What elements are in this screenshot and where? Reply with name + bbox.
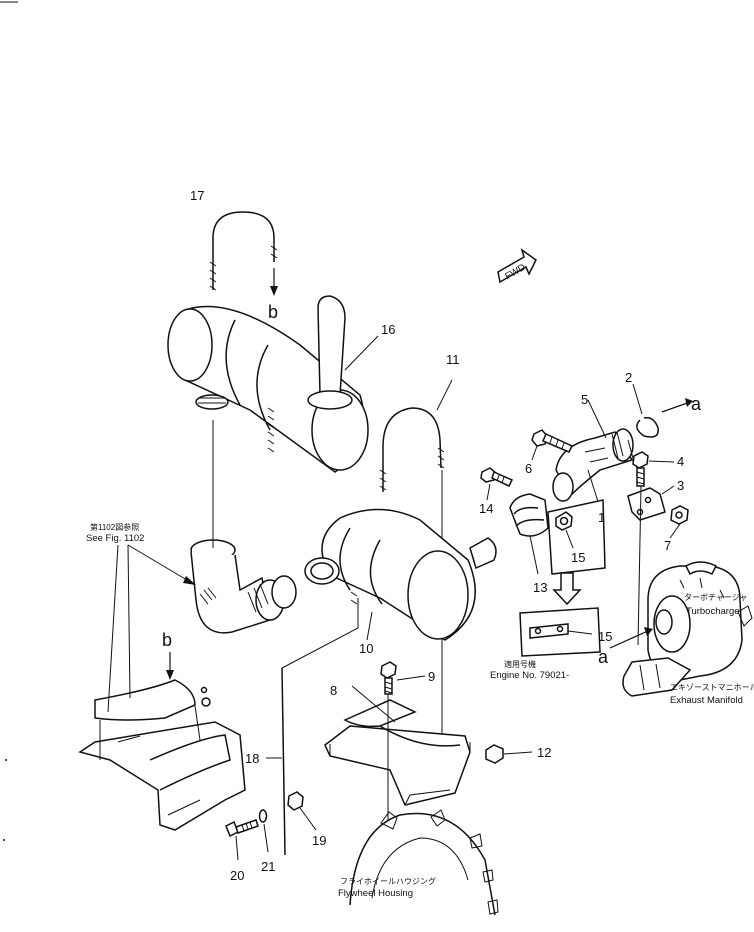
flex-pipe-5 (552, 428, 635, 502)
elbow-pipe (190, 539, 297, 634)
bolt-20 (225, 819, 259, 838)
marker-b-top: b (268, 302, 278, 322)
callout-5: 5 (581, 392, 588, 407)
bracket-3 (627, 487, 666, 521)
engine-jp: 適用号機 (504, 659, 536, 669)
guide-line-3 (637, 485, 642, 646)
exhaust-en: Exhaust Manifold (670, 695, 743, 706)
callout-11: 11 (446, 352, 460, 367)
callout-6: 6 (525, 461, 532, 476)
callout-7: 7 (664, 538, 671, 553)
callout-15a: 15 (571, 550, 585, 565)
leader-12 (503, 751, 533, 755)
scan-dot (5, 759, 7, 761)
exhaust-manifold (622, 657, 692, 697)
callout-10: 10 (359, 641, 373, 656)
leader-5 (587, 399, 607, 439)
marker-a-left: a (598, 647, 609, 667)
u-bolt-17 (209, 211, 278, 291)
callout-1: 1 (598, 510, 605, 525)
bracket-left (78, 679, 246, 831)
leader-10 (366, 611, 373, 641)
leader-3 (661, 485, 675, 495)
u-bolt-11 (379, 407, 445, 492)
leader-16 (344, 335, 379, 371)
muffler-16 (167, 295, 369, 473)
callout-19: 19 (312, 833, 326, 848)
bracket-8 (324, 699, 471, 806)
leader-14 (486, 483, 491, 501)
leader-2 (632, 383, 643, 415)
leader-a-top (661, 401, 691, 413)
nut-12 (485, 744, 504, 764)
flywheel-jp: フライホイールハウジング (340, 876, 436, 886)
callout-9: 9 (428, 669, 435, 684)
scan-dot (3, 839, 5, 841)
marker-a-top: a (691, 394, 702, 414)
turbocharger (647, 561, 753, 681)
plate-box-15-new (519, 607, 601, 657)
callout-8: 8 (330, 683, 337, 698)
leader-7 (669, 523, 681, 539)
nut-7 (670, 505, 689, 525)
callout-18: 18 (245, 751, 259, 766)
leader-9 (396, 675, 426, 681)
leader-see-fig-2 (127, 544, 131, 699)
flywheel-en: Flywheel Housing (338, 888, 413, 899)
callout-21: 21 (261, 859, 275, 874)
bolt-9 (380, 661, 397, 695)
leader-a-left (609, 629, 651, 649)
exhaust-jp: エキゾーストマニホールド (670, 683, 754, 692)
bolt-4 (632, 451, 649, 487)
clamp-13 (509, 493, 549, 537)
turbo-jp: ターボチャージャ (684, 593, 747, 602)
see-fig-en: See Fig. 1102 (86, 533, 144, 544)
guide-line-18 (281, 598, 359, 669)
nut-19 (287, 791, 304, 811)
clamp-ring-2 (636, 416, 659, 438)
muffler-10 (304, 508, 497, 641)
callout-12: 12 (537, 745, 551, 760)
callout-20: 20 (230, 868, 244, 883)
see-fig-jp: 第1102図参照 (90, 522, 139, 532)
leader-15b (567, 630, 593, 635)
callout-2: 2 (625, 370, 632, 385)
rod-18 (281, 667, 286, 856)
leader-6 (531, 445, 538, 461)
leader-see-fig-1 (127, 544, 193, 584)
callout-16: 16 (381, 322, 395, 337)
callout-15b: 15 (598, 629, 612, 644)
leader-13 (529, 535, 539, 575)
flywheel-housing (349, 809, 499, 916)
leader-20 (235, 835, 239, 861)
callout-4: 4 (677, 454, 684, 469)
callout-17: 17 (190, 188, 204, 203)
leader-11 (436, 379, 453, 411)
bolt-6 (531, 429, 574, 453)
leader-15a (565, 529, 574, 549)
engine-en: Engine No. 79021- (490, 670, 569, 681)
leader-see-fig-3 (107, 544, 119, 713)
leader-4 (648, 460, 675, 463)
bolt-14 (480, 467, 514, 487)
leader-21 (263, 823, 269, 853)
turbo-en: Turbocharger (686, 606, 743, 617)
marker-b-left: b (162, 630, 172, 650)
fwd-arrow-icon: FWD (497, 248, 537, 284)
down-arrow-icon (552, 572, 582, 606)
callout-14: 14 (479, 501, 493, 516)
plate-box-15 (547, 499, 606, 575)
leader-19 (299, 807, 317, 831)
callout-3: 3 (677, 478, 684, 493)
callout-13: 13 (533, 580, 547, 595)
washer-21 (258, 809, 268, 823)
